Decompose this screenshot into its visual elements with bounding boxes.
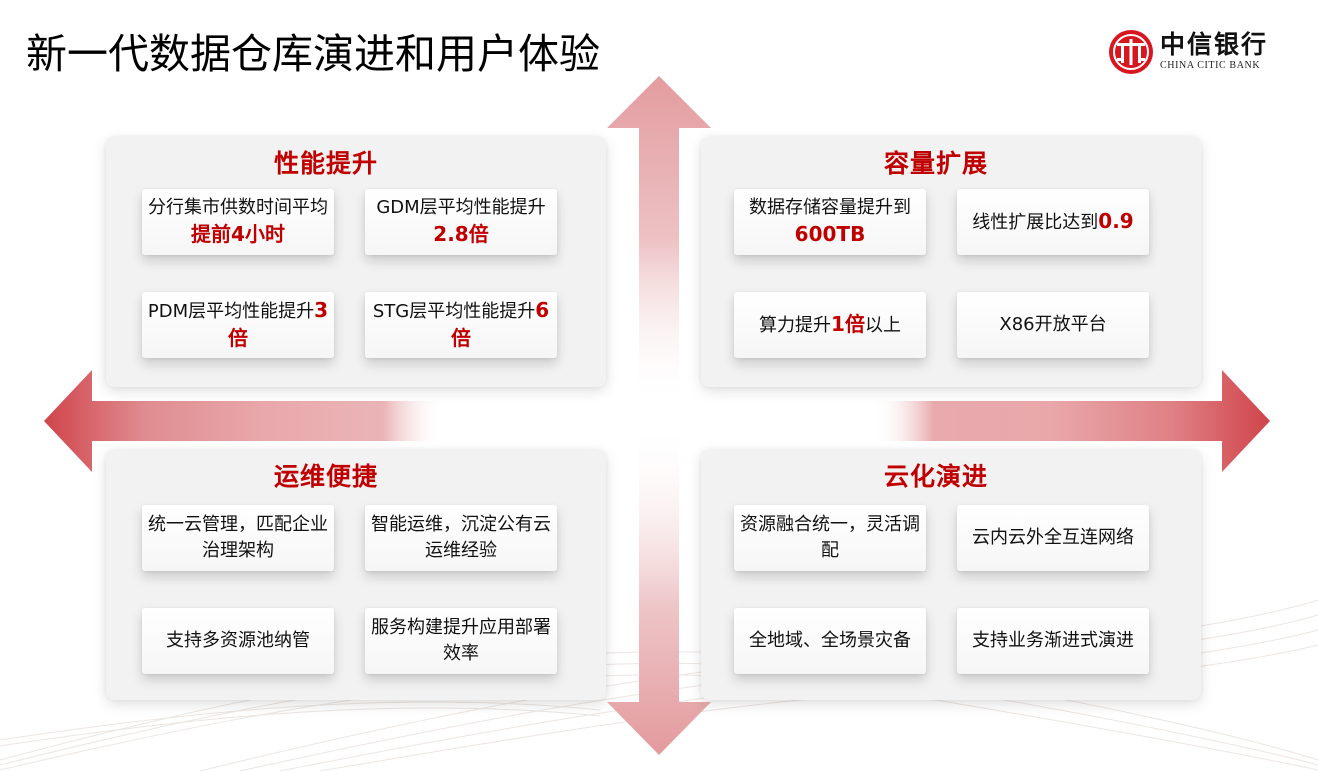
card-highlight: 6倍 <box>451 298 550 350</box>
quadrant-cloud-evolution: 云化演进 资源融合统一，灵活调配 云内云外全互连网络 全地域、全场景灾备 支持业… <box>701 450 1201 700</box>
metric-card: 算力提升1倍以上 <box>734 292 926 358</box>
card-highlight: 1倍 <box>831 312 865 336</box>
quadrant-title: 云化演进 <box>883 462 988 491</box>
metric-card: 线性扩展比达到0.9 <box>957 189 1149 255</box>
logo-name-cn: 中信银行 <box>1160 30 1269 59</box>
card-text: 统一云管理，匹配企业治理架构 <box>148 514 328 561</box>
arrow-left-icon <box>44 370 444 472</box>
card-text: 智能运维，沉淀公有云运维经验 <box>371 514 551 561</box>
card-highlight: 600TB <box>794 222 866 246</box>
card-highlight: 3倍 <box>228 298 329 350</box>
metric-card: STG层平均性能提升6倍 <box>365 292 557 358</box>
quadrant-title: 运维便捷 <box>273 462 378 491</box>
quadrant-operations: 运维便捷 统一云管理，匹配企业治理架构 智能运维，沉淀公有云运维经验 支持多资源… <box>106 450 606 700</box>
card-text: 算力提升 <box>759 315 832 336</box>
metric-card: 分行集市供数时间平均提前4小时 <box>142 189 334 255</box>
card-text: GDM层平均性能提升 <box>376 197 546 218</box>
card-highlight: 0.9 <box>1098 209 1134 233</box>
card-text: 服务构建提升应用部署效率 <box>371 617 551 664</box>
feature-card: 资源融合统一，灵活调配 <box>734 505 926 571</box>
arrow-down-icon <box>607 420 711 755</box>
metric-card: PDM层平均性能提升3倍 <box>142 292 334 358</box>
quadrant-title: 性能提升 <box>273 149 378 178</box>
feature-card: 统一云管理，匹配企业治理架构 <box>142 505 334 571</box>
arrow-up-icon <box>607 76 711 406</box>
card-text: 支持业务渐进式演进 <box>972 630 1134 651</box>
page-title: 新一代数据仓库演进和用户体验 <box>26 30 600 78</box>
feature-card: 全地域、全场景灾备 <box>734 608 926 674</box>
card-text: 资源融合统一，灵活调配 <box>740 514 920 561</box>
bank-logo: 中信银行 CHINA CITIC BANK <box>1108 26 1288 78</box>
card-text: 分行集市供数时间平均 <box>148 197 328 218</box>
metric-card: GDM层平均性能提升 2.8倍 <box>365 189 557 255</box>
card-highlight: 2.8倍 <box>433 222 489 246</box>
feature-card: 智能运维，沉淀公有云运维经验 <box>365 505 557 571</box>
card-text: STG层平均性能提升 <box>372 301 536 322</box>
card-text: 全地域、全场景灾备 <box>749 630 911 651</box>
card-text: 数据存储容量提升到 <box>749 197 911 218</box>
metric-card: X86开放平台 <box>957 292 1149 358</box>
feature-card: 服务构建提升应用部署效率 <box>365 608 557 674</box>
citic-logo-icon <box>1109 30 1153 74</box>
card-text: 线性扩展比达到 <box>972 212 1099 233</box>
logo-name-en: CHINA CITIC BANK <box>1160 60 1261 71</box>
card-text: X86开放平台 <box>999 314 1107 335</box>
feature-card: 云内云外全互连网络 <box>957 505 1149 571</box>
quadrant-performance: 性能提升 分行集市供数时间平均提前4小时 GDM层平均性能提升 2.8倍 PDM层… <box>106 137 606 387</box>
arrow-right-icon <box>874 370 1270 472</box>
metric-card: 数据存储容量提升到 600TB <box>734 189 926 255</box>
card-text: 云内云外全互连网络 <box>972 527 1134 548</box>
feature-card: 支持多资源池纳管 <box>142 608 334 674</box>
quadrant-title: 容量扩展 <box>883 149 988 178</box>
card-text: 支持多资源池纳管 <box>166 630 310 651</box>
feature-card: 支持业务渐进式演进 <box>957 608 1149 674</box>
card-highlight: 提前4小时 <box>191 222 285 246</box>
card-suffix: 以上 <box>864 315 901 336</box>
card-text: PDM层平均性能提升 <box>147 301 315 322</box>
